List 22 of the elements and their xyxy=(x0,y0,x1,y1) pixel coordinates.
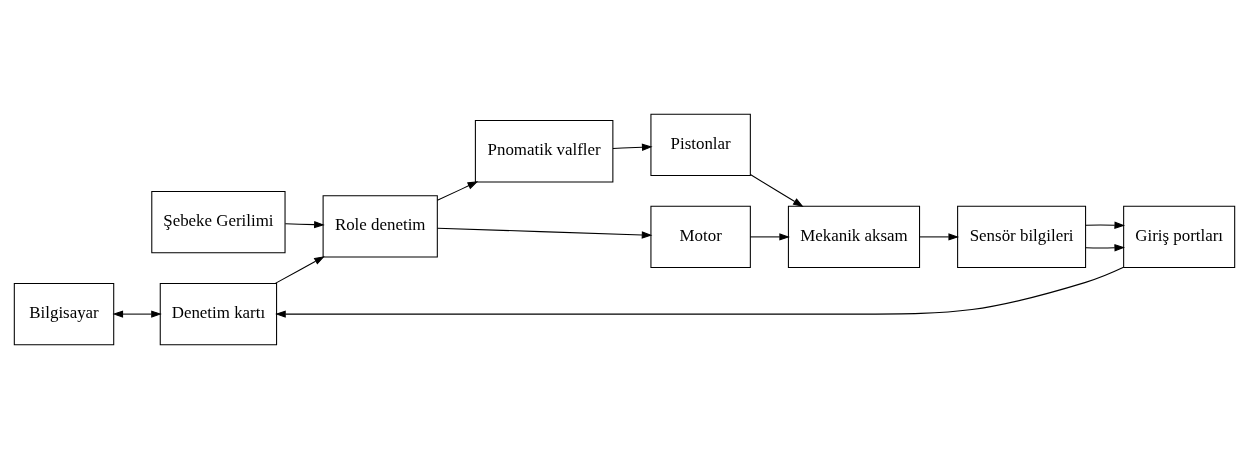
arrow xyxy=(112,310,162,318)
arrow xyxy=(275,266,1125,318)
arrow xyxy=(274,256,325,284)
node-box: Bilgisayar xyxy=(13,282,115,346)
node-box: Role denetim xyxy=(322,195,438,258)
arrow xyxy=(284,220,325,229)
node-box: Sensör bilgileri xyxy=(957,205,1087,269)
node-box: Denetim kartı xyxy=(159,282,278,346)
arrow xyxy=(749,174,804,207)
node-box: Giriş portları xyxy=(1123,205,1236,269)
node-box: Motor xyxy=(650,205,751,269)
node-box: Şebeke Gerilimi xyxy=(151,190,286,254)
node-box: Pistonlar xyxy=(650,113,751,177)
node-box: Mekanik aksam xyxy=(787,205,921,269)
arrow xyxy=(612,143,653,151)
arrow xyxy=(1085,221,1126,229)
arrow xyxy=(436,181,479,201)
arrow xyxy=(749,233,790,241)
arrow xyxy=(919,233,960,241)
arrow xyxy=(436,227,653,239)
node-box: Pnomatik valfler xyxy=(474,120,614,183)
arrow xyxy=(1085,244,1126,252)
